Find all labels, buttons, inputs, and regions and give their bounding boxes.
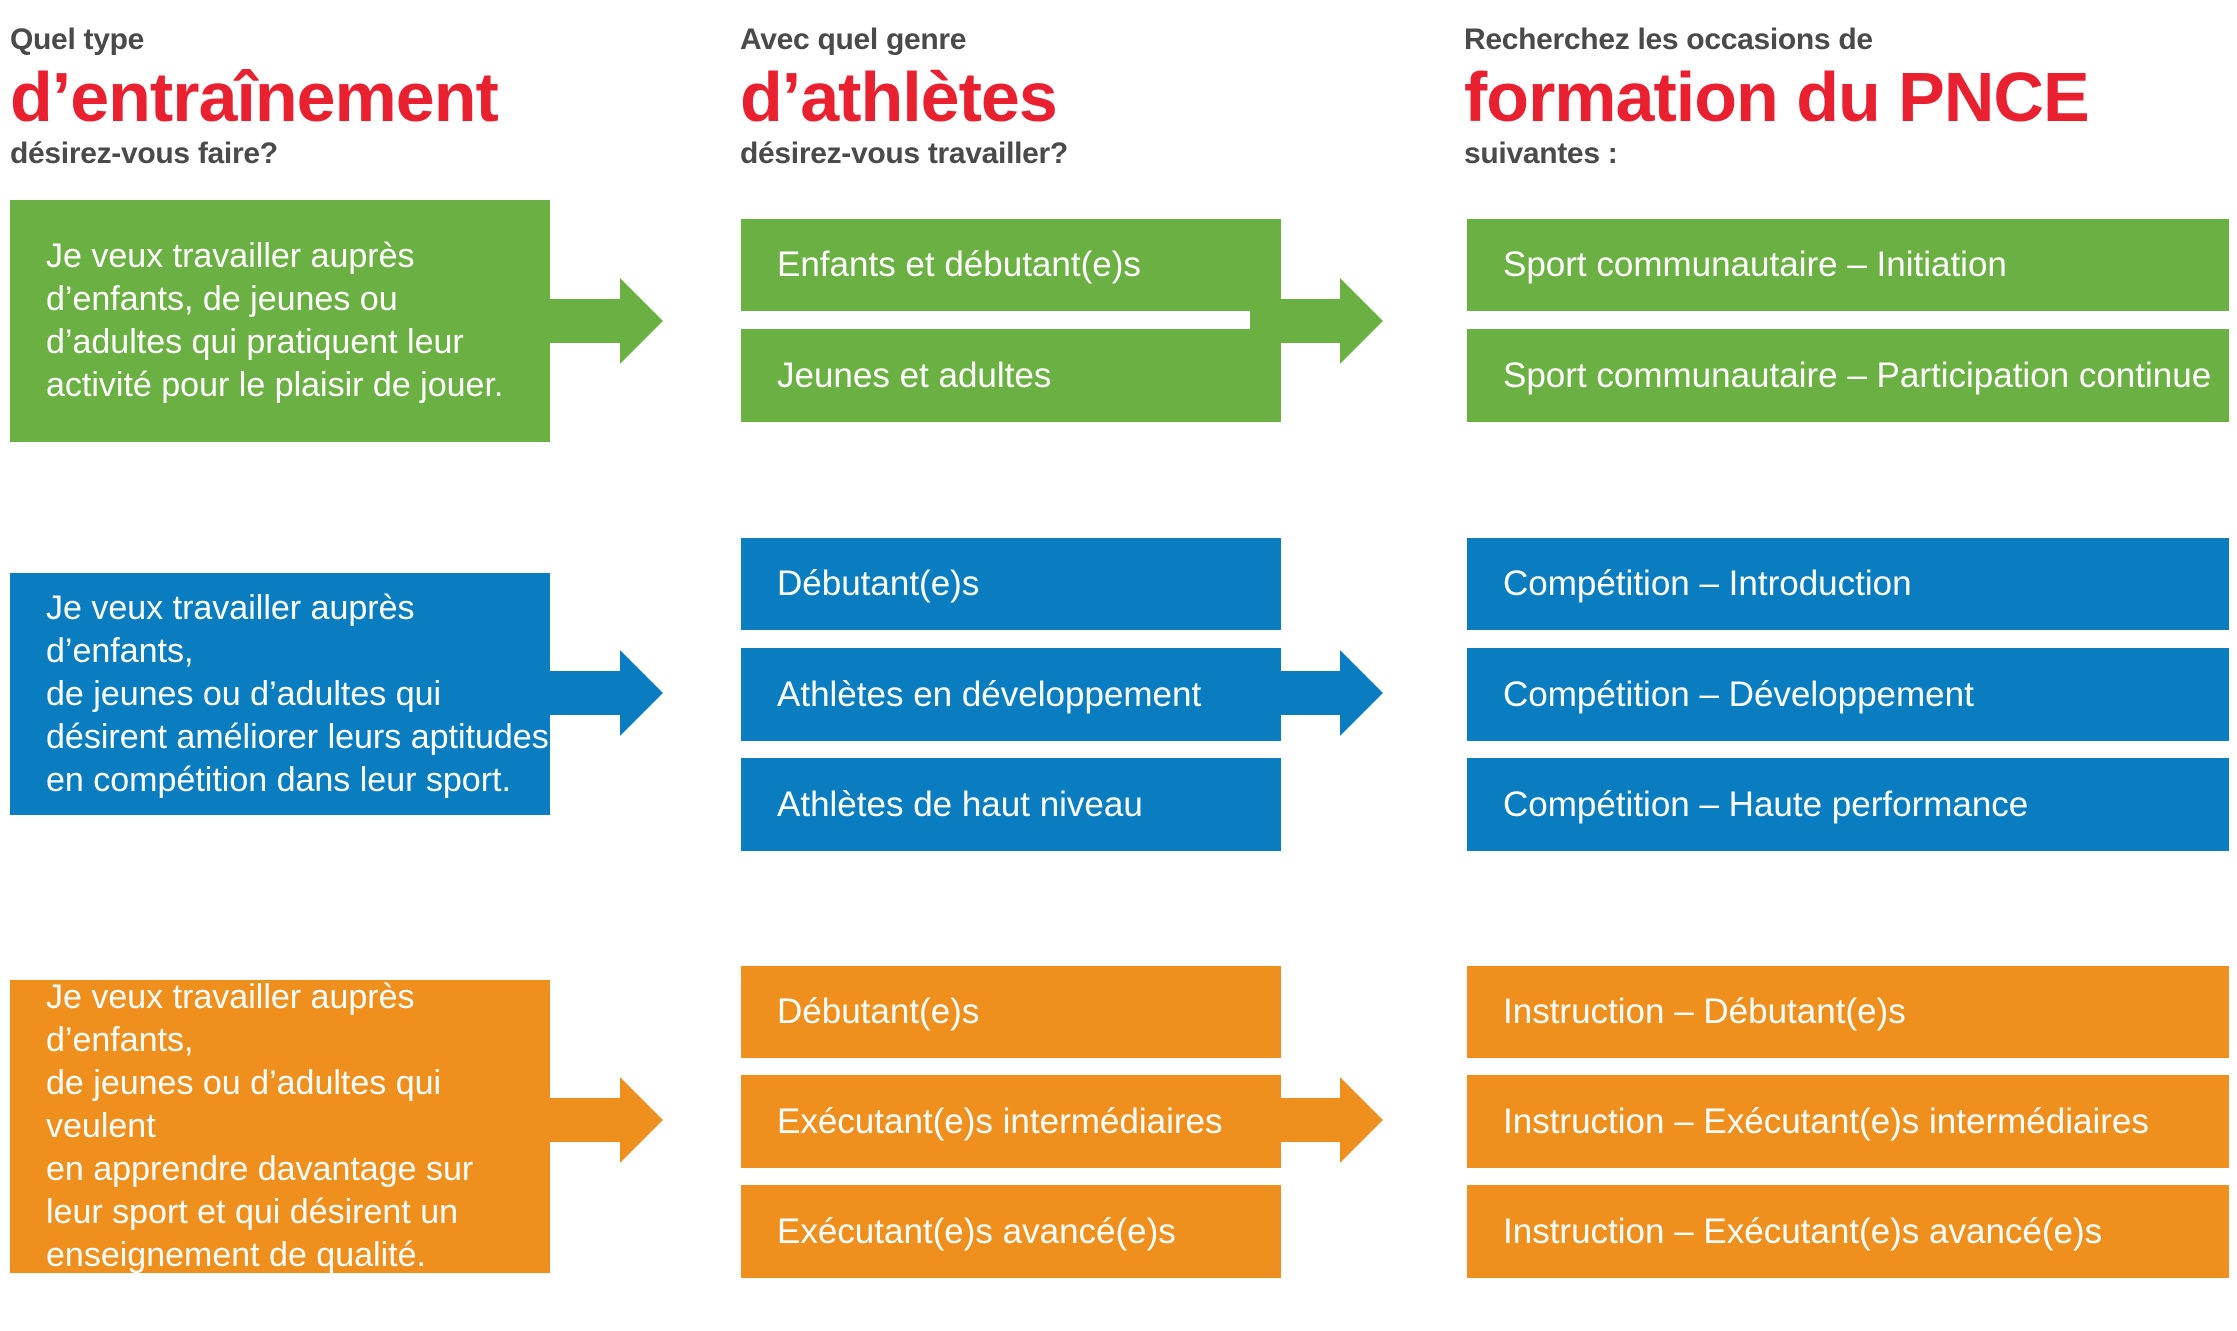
program-label: Instruction – Exécutant(e)s intermédiair… xyxy=(1503,1101,2149,1141)
header-highlight: d’athlètes xyxy=(740,58,1058,136)
program-label: Compétition – Introduction xyxy=(1503,564,1912,603)
program-label: Compétition – Haute performance xyxy=(1503,784,2029,824)
header-line1: Quel type xyxy=(10,23,144,56)
athlete-label: Athlètes de haut niveau xyxy=(777,784,1143,824)
program-label: Compétition – Développement xyxy=(1503,674,1974,714)
header-line3: désirez-vous travailler? xyxy=(740,137,1068,170)
athlete-label: Débutant(e)s xyxy=(777,564,980,603)
description-text: Je veux travailler auprès d’enfants, de … xyxy=(46,237,504,404)
arrow-right-icon xyxy=(548,278,663,364)
athlete-label: Enfants et débutant(e)s xyxy=(777,245,1141,284)
athlete-box: Athlètes en développement xyxy=(741,648,1281,741)
program-box: Instruction – Exécutant(e)s intermédiair… xyxy=(1467,1075,2229,1168)
description-box-instruction: Je veux travailler auprès d’enfants, de … xyxy=(10,978,550,1274)
description-text: Je veux travailler auprès d’enfants, de … xyxy=(46,978,474,1274)
header-line3: désirez-vous faire? xyxy=(10,137,278,170)
arrow-right-icon xyxy=(548,650,663,736)
header-column-pnce-training: Recherchez les occasions de formation du… xyxy=(1464,22,2090,172)
athlete-label: Jeunes et adultes xyxy=(777,355,1052,395)
athlete-box: Athlètes de haut niveau xyxy=(741,758,1281,851)
header-line1: Avec quel genre xyxy=(740,23,967,56)
program-box: Compétition – Introduction xyxy=(1467,538,2229,630)
header-line3: suivantes : xyxy=(1464,137,1618,170)
athlete-box: Débutant(e)s xyxy=(741,966,1281,1058)
description-box-competition: Je veux travailler auprès d’enfants, de … xyxy=(10,573,550,815)
program-box: Instruction – Exécutant(e)s avancé(e)s xyxy=(1467,1185,2229,1278)
program-label: Instruction – Débutant(e)s xyxy=(1503,992,1906,1031)
header-column-athletes: Avec quel genre d’athlètes désirez-vous … xyxy=(740,22,1068,172)
program-box: Instruction – Débutant(e)s xyxy=(1467,966,2229,1058)
header-column-training-type: Quel type d’entraînement désirez-vous fa… xyxy=(10,22,499,172)
description-text: Je veux travailler auprès d’enfants, de … xyxy=(46,588,549,799)
athlete-box: Débutant(e)s xyxy=(741,538,1281,630)
program-label: Sport communautaire – Initiation xyxy=(1503,245,2007,284)
program-box: Compétition – Haute performance xyxy=(1467,758,2229,851)
description-box-recreational: Je veux travailler auprès d’enfants, de … xyxy=(10,200,550,442)
athlete-box: Enfants et débutant(e)s xyxy=(741,219,1281,311)
program-label: Sport communautaire – Participation cont… xyxy=(1503,355,2212,395)
athlete-label: Débutant(e)s xyxy=(777,992,980,1031)
program-box: Sport communautaire – Initiation xyxy=(1467,219,2229,311)
athlete-label: Exécutant(e)s intermédiaires xyxy=(777,1101,1223,1141)
header-line1: Recherchez les occasions de xyxy=(1464,23,1873,56)
program-box: Compétition – Développement xyxy=(1467,648,2229,741)
athlete-box: Jeunes et adultes xyxy=(741,329,1281,422)
header-highlight: formation du PNCE xyxy=(1464,58,2090,136)
athlete-box: Exécutant(e)s avancé(e)s xyxy=(741,1185,1281,1278)
athlete-label: Athlètes en développement xyxy=(777,674,1202,714)
athlete-box: Exécutant(e)s intermédiaires xyxy=(741,1075,1281,1168)
athlete-label: Exécutant(e)s avancé(e)s xyxy=(777,1211,1176,1251)
program-box: Sport communautaire – Participation cont… xyxy=(1467,329,2229,422)
arrow-right-icon xyxy=(1278,1077,1383,1163)
arrow-right-icon xyxy=(1278,650,1383,736)
arrow-right-icon xyxy=(548,1077,663,1163)
program-label: Instruction – Exécutant(e)s avancé(e)s xyxy=(1503,1211,2103,1251)
header-highlight: d’entraînement xyxy=(10,58,499,136)
arrow-right-icon xyxy=(1250,278,1383,364)
